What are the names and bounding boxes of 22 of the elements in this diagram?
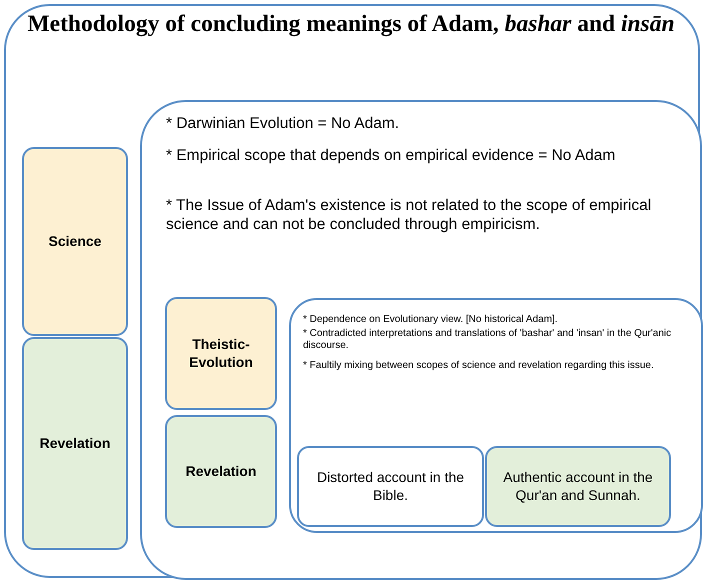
bullet-text: * Faultily mixing between scopes of science and revelation regarding this issue. (303, 360, 655, 372)
rounded-box (297, 446, 484, 527)
box-label: Science (48, 232, 102, 251)
rounded-box (22, 147, 128, 336)
bullet-text: * Darwinian Evolution = No Adam. (166, 115, 400, 134)
box-label: Revelation (184, 462, 258, 481)
rounded-box (165, 297, 277, 410)
bullet-text: * Dependence on Evolutionary view. [No historical Adam]. (303, 314, 559, 326)
rounded-box (22, 337, 128, 550)
outer-panel (4, 4, 700, 578)
bullet-text: * Contradicted interpretations and translations of 'bashar' and 'insan' in the Qur'anic discourse. (303, 328, 672, 352)
rounded-box (485, 446, 671, 527)
rounded-box (165, 415, 277, 528)
box-label: Authentic account in the Qur'an and Sunnah. (502, 468, 654, 505)
rounded-panel (140, 100, 702, 580)
box-label: Revelation (38, 434, 112, 453)
bullet-text: * The Issue of Adam's existence is not related to the scope of empirical science and can not be concluded through empiricism. (166, 197, 652, 234)
title: Methodology of concluding meanings of Adam, bashar and insān (26, 12, 676, 38)
box-label: Distorted account in the Bible. (316, 468, 466, 504)
rounded-panel (289, 298, 703, 533)
bullet-text: * Empirical scope that depends on empirical evidence = No Adam (166, 147, 616, 166)
box-label: Theistic-Evolution (188, 335, 254, 372)
